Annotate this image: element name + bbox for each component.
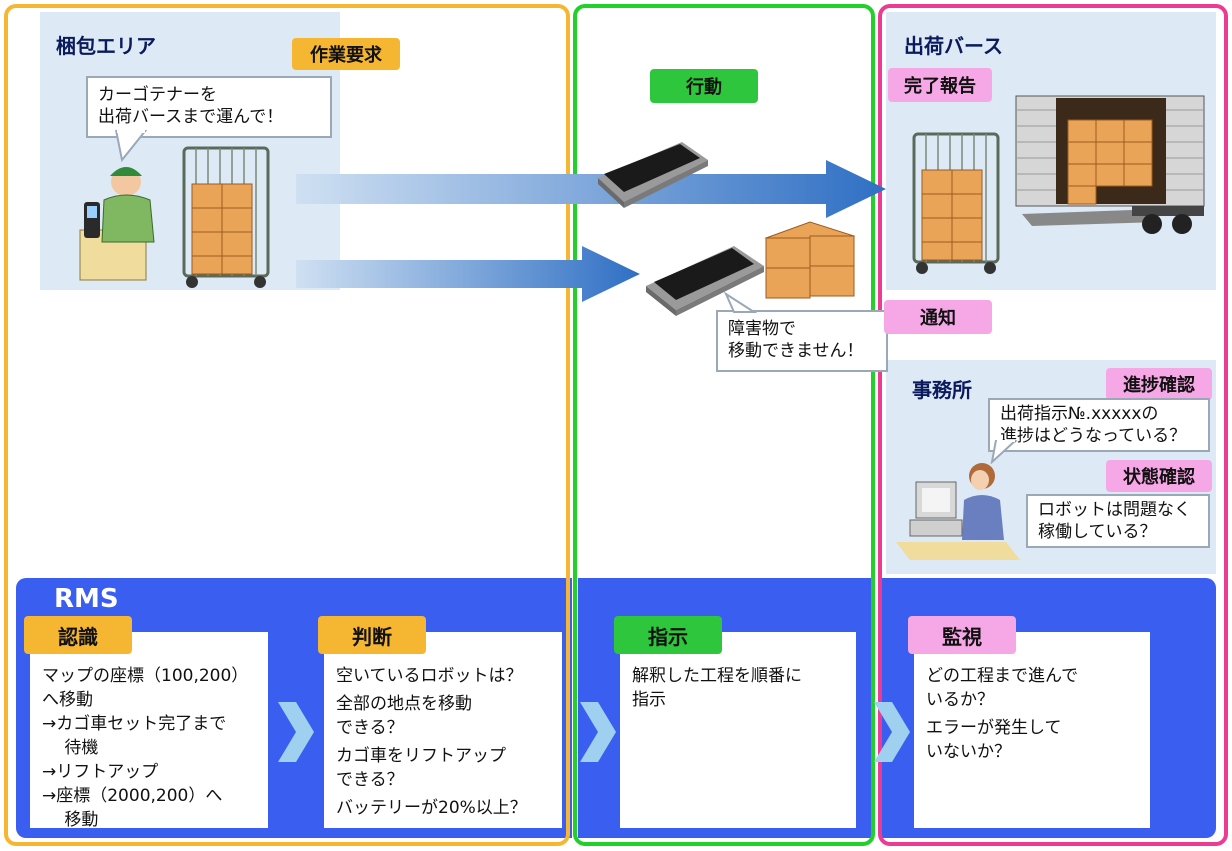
transport-arrow-bottom	[296, 246, 640, 302]
packing-speech-bubble: カーゴテナーを 出荷バースまで運んで！	[86, 76, 332, 138]
monitor-frame	[878, 4, 1228, 846]
office-title: 事務所	[912, 378, 972, 402]
obstacle-bubble-tail-icon	[724, 292, 758, 313]
cage-cart-shipped-icon	[912, 132, 1000, 274]
truck-icon	[1015, 95, 1205, 234]
bubble-tail-icon	[114, 130, 148, 163]
monitor-card: どの工程まで進んで いるか？ エラーが発生して いないか？	[914, 632, 1150, 828]
obstacle-speech-bubble: 障害物で 移動できません！	[716, 310, 888, 372]
recognize-text: マップの座標（100,200） へ移動 →カゴ車セット完了まで 待機 →リフトア…	[42, 666, 249, 830]
progress-check-tag: 進捗確認	[1106, 368, 1212, 400]
completion-report-tag: 完了報告	[888, 68, 992, 102]
monitor-tag: 監視	[908, 616, 1016, 654]
instruct-card: 解釈した工程を順番に 指示	[620, 632, 856, 828]
instruct-tag: 指示	[614, 616, 722, 654]
chevron-right-icon	[278, 702, 314, 762]
instruct-text: 解釈した工程を順番に 指示	[632, 666, 802, 710]
action-tag: 行動	[650, 69, 758, 103]
action-frame	[573, 4, 875, 846]
judge-card: 空いているロボットは？ 全部の地点を移動 できる？ カゴ車をリフトアップ できる…	[324, 632, 562, 828]
notice-tag: 通知	[884, 300, 992, 334]
judge-line-2: 全部の地点を移動 できる？	[336, 694, 472, 738]
judge-line-4: バッテリーが20%以上？	[336, 798, 527, 818]
recognize-card: マップの座標（100,200） へ移動 →カゴ車セット完了まで 待機 →リフトア…	[30, 632, 268, 830]
chevron-right-icon	[580, 702, 616, 762]
packing-area-title: 梱包エリア	[56, 34, 156, 58]
judge-tag: 判断	[318, 616, 426, 654]
agv-robot-top-icon	[598, 142, 708, 208]
work-request-tag: 作業要求	[292, 38, 400, 70]
judge-line-3: カゴ車をリフトアップ できる？	[336, 746, 506, 790]
rms-title: RMS	[54, 584, 119, 614]
recognize-tag: 認識	[24, 616, 132, 654]
status-check-tag: 状態確認	[1106, 460, 1212, 492]
monitor-line-1: どの工程まで進んで いるか？	[926, 666, 1079, 710]
chevron-right-icon	[874, 702, 910, 762]
obstacle-boxes-icon	[764, 221, 856, 299]
judge-line-1: 空いているロボットは？	[336, 666, 523, 686]
cage-cart-with-boxes-icon	[182, 146, 270, 288]
shipping-berth-title: 出荷バース	[904, 34, 1003, 58]
sensing-frame	[4, 4, 570, 846]
transport-arrow-top	[296, 160, 886, 218]
status-speech-bubble: ロボットは問題なく 稼働している？	[1026, 494, 1210, 548]
progress-bubble-tail-icon	[990, 440, 1018, 464]
monitor-line-2: エラーが発生して いないか？	[926, 718, 1062, 762]
progress-speech-bubble: 出荷指示№.xxxxxの 進捗はどうなっている？	[988, 398, 1210, 452]
worker-with-scanner-icon	[79, 167, 155, 281]
agv-robot-blocked-icon	[646, 246, 764, 316]
office-worker-at-computer-icon	[896, 463, 1020, 560]
